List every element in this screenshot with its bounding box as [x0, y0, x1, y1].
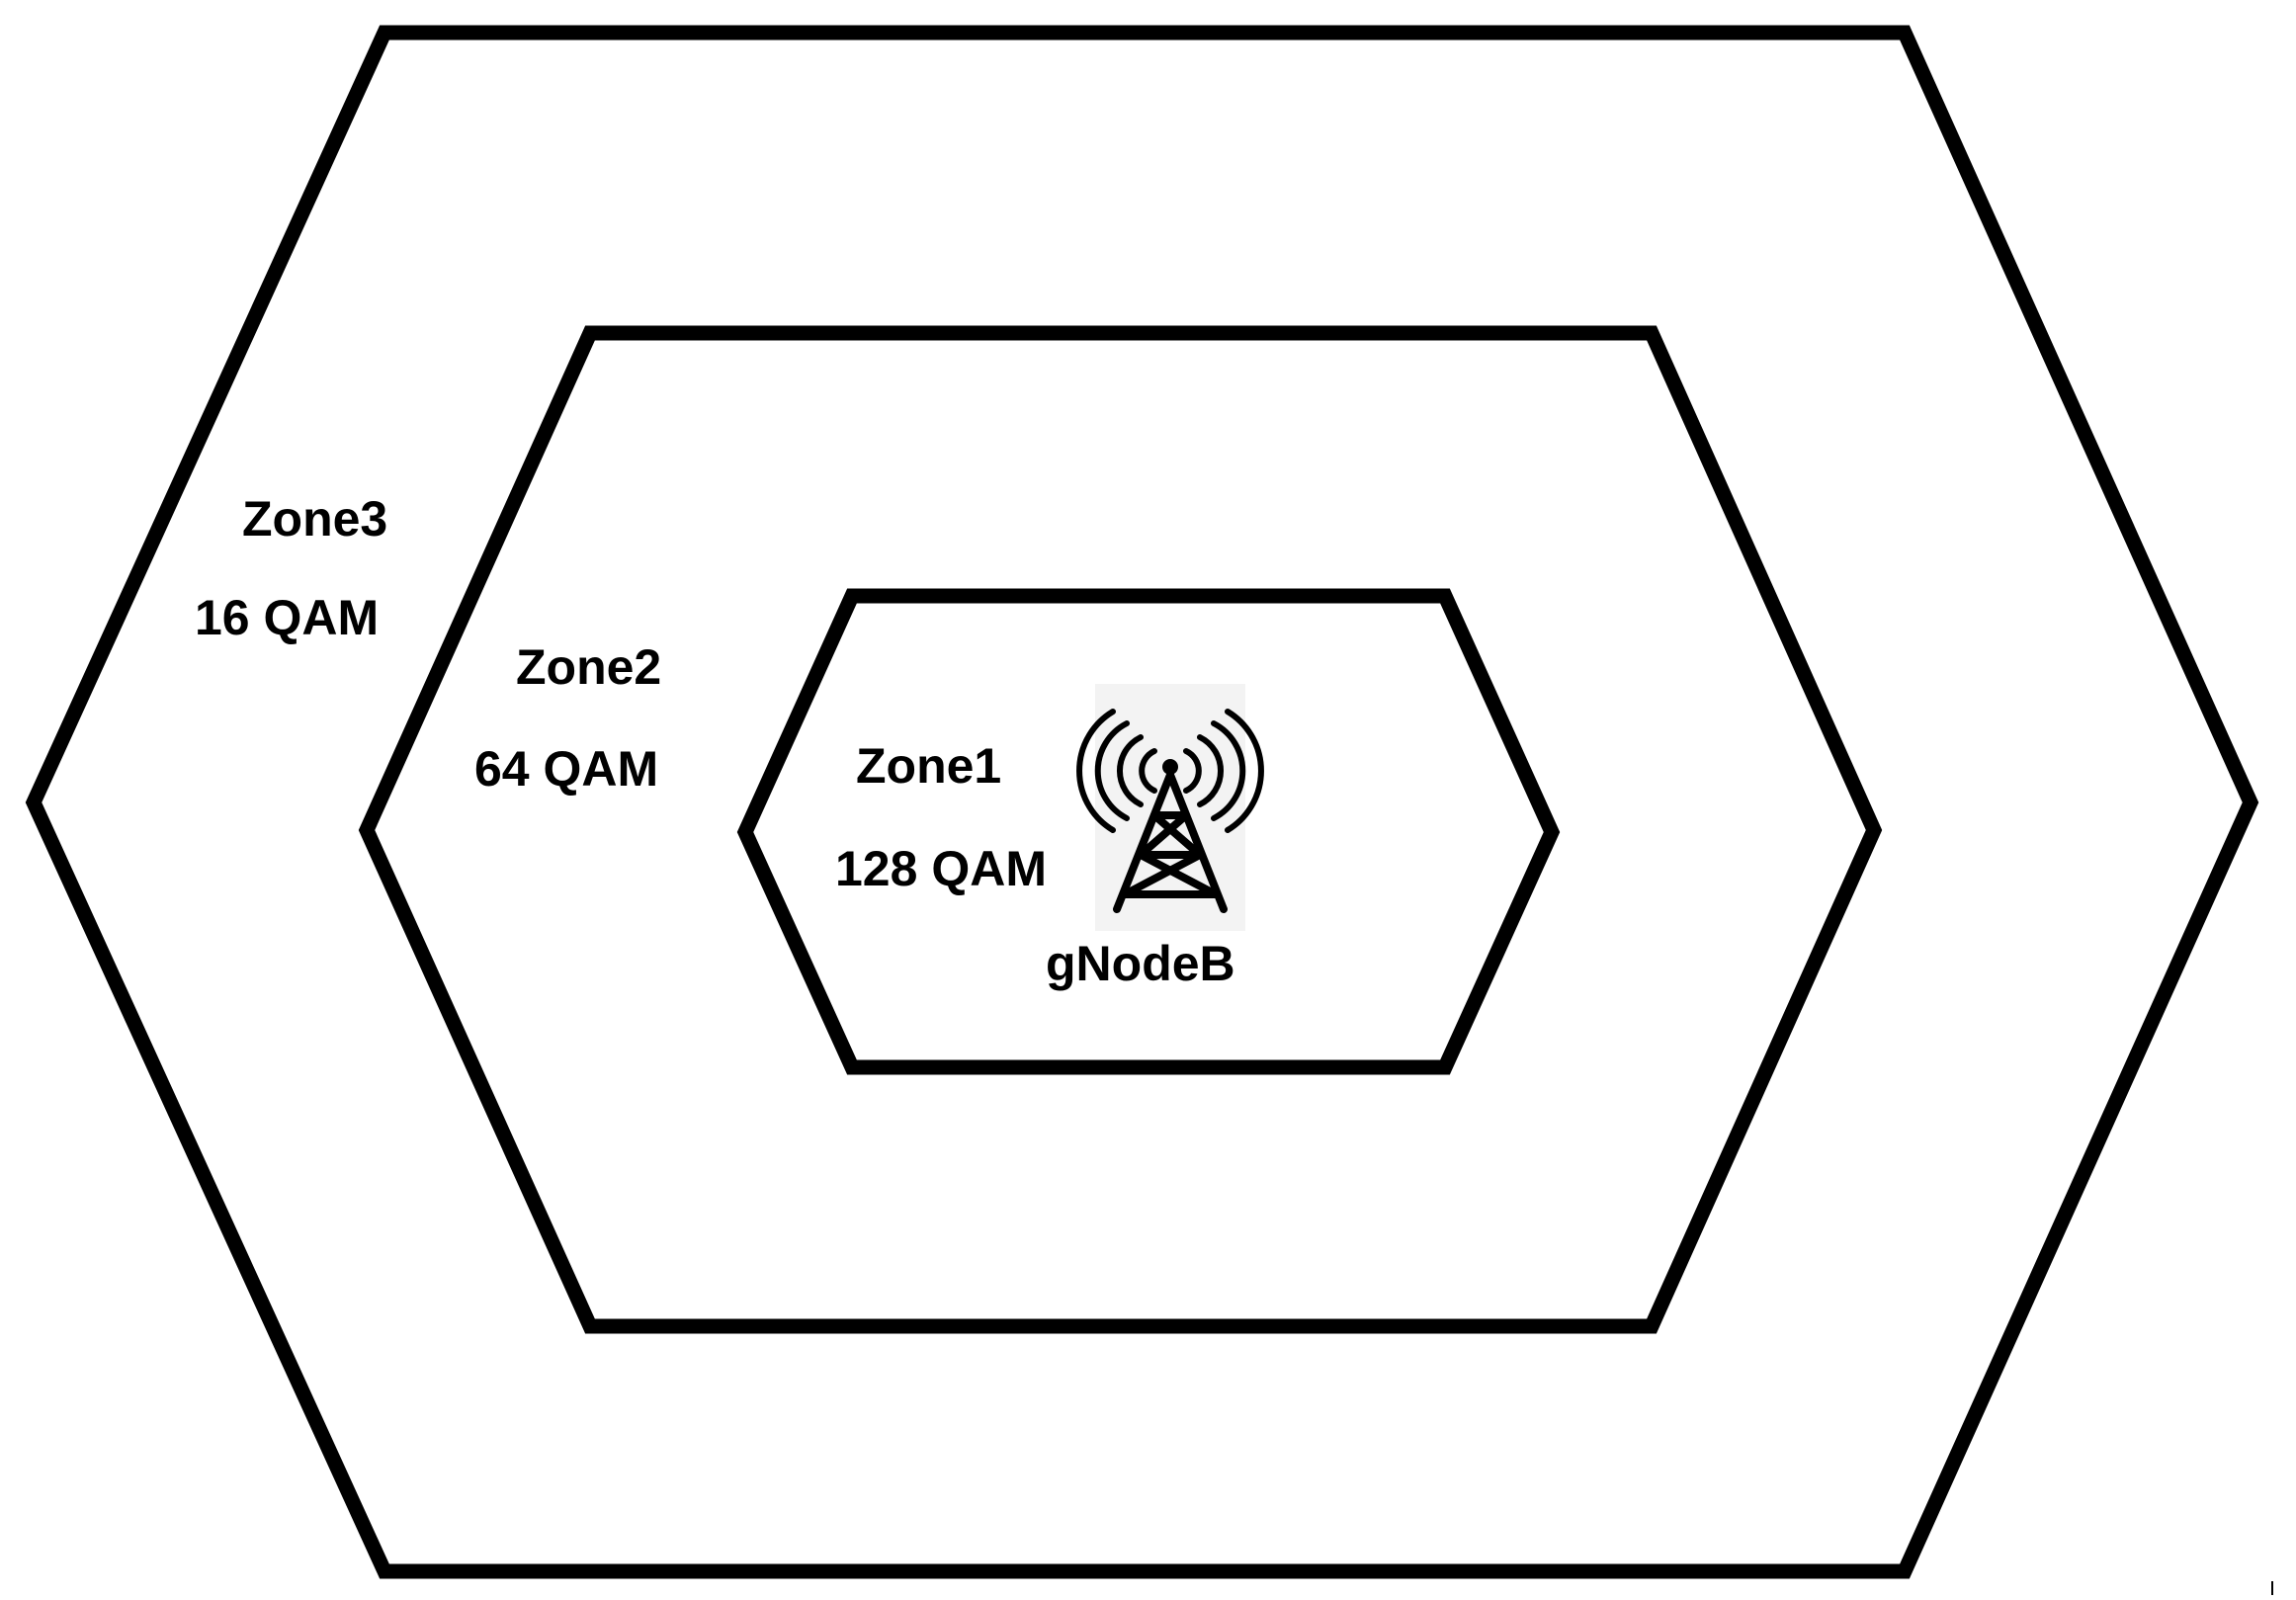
zone3-outline	[25, 25, 2259, 1579]
zone1-name: Zone1	[856, 738, 1001, 794]
zone1-outline	[736, 588, 1561, 1075]
zone2-outline	[358, 325, 1883, 1334]
zone2-modulation: 64 QAM	[474, 741, 658, 797]
zone2-name: Zone2	[516, 639, 661, 695]
zone1-modulation: 128 QAM	[835, 841, 1047, 896]
zone3-name: Zone3	[242, 491, 387, 547]
zone3-modulation: 16 QAM	[195, 590, 379, 645]
cell-tower-icon	[1076, 684, 1264, 931]
base-station-label: gNodeB	[1046, 936, 1235, 991]
